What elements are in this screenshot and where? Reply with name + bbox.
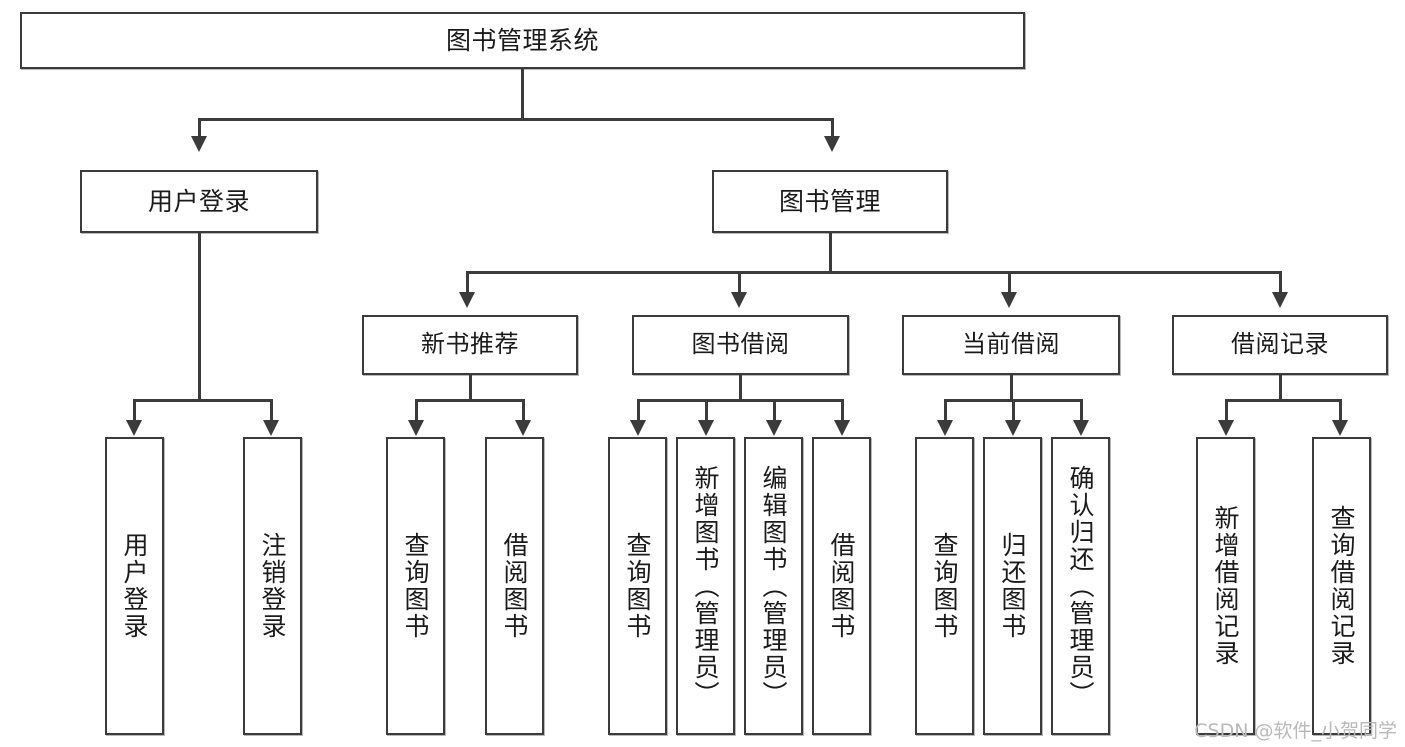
arrowhead-current-borrow (1001, 292, 1017, 308)
arrowhead-leaf-query-book-3 (937, 420, 953, 436)
arrowhead-leaf-add-book (698, 420, 714, 436)
connector-root-stem (521, 69, 524, 119)
connector-root-drop-right (831, 118, 834, 136)
arrowhead-leaf-confirm-return (1073, 420, 1089, 436)
node-book-manage[interactable]: 图书管理 (712, 170, 948, 233)
connector-lvl3-drop-2 (738, 271, 741, 293)
node-label: 用户登录 (120, 532, 149, 640)
node-label: 编辑图书（管理员） (759, 464, 788, 708)
node-label: 用户登录 (147, 187, 250, 216)
connector-new-book-drop-1 (415, 399, 418, 421)
node-user-login[interactable]: 用户登录 (80, 170, 318, 233)
leaf-query-book-2[interactable]: 查询图书 (608, 437, 667, 735)
arrowhead-book-borrow (731, 292, 747, 308)
leaf-return-book[interactable]: 归还图书 (983, 437, 1042, 735)
connector-borrow-record-bus (1225, 399, 1342, 402)
connector-book-manage-bus (466, 271, 1282, 274)
node-label: 查询借阅记录 (1327, 505, 1356, 667)
connector-current-borrow-drop-1 (944, 399, 947, 421)
leaf-add-book[interactable]: 新增图书（管理员） (676, 437, 735, 735)
node-label: 归还图书 (998, 532, 1027, 640)
leaf-borrow-book-2[interactable]: 借阅图书 (812, 437, 871, 735)
leaf-borrow-book-1[interactable]: 借阅图书 (485, 437, 544, 735)
connector-current-borrow-stem (1010, 375, 1013, 401)
connector-lvl3-drop-3 (1008, 271, 1011, 293)
node-label: 新增借阅记录 (1211, 505, 1240, 667)
leaf-edit-book[interactable]: 编辑图书（管理员） (744, 437, 803, 735)
node-label: 借阅记录 (1231, 330, 1329, 359)
connector-root-bus (198, 118, 833, 121)
arrowhead-leaf-query-book-1 (408, 420, 424, 436)
node-label: 查询图书 (930, 532, 959, 640)
node-label: 新增图书（管理员） (691, 464, 720, 708)
connector-current-borrow-drop-3 (1080, 399, 1083, 421)
arrowhead-leaf-return-book (1005, 420, 1021, 436)
node-root-system[interactable]: 图书管理系统 (20, 12, 1025, 69)
connector-borrow-record-drop-2 (1339, 399, 1342, 421)
node-current-borrow[interactable]: 当前借阅 (902, 315, 1120, 375)
connector-book-manage-stem (829, 233, 832, 272)
leaf-query-book-1[interactable]: 查询图书 (386, 437, 445, 735)
node-label: 借阅图书 (827, 532, 856, 640)
connector-borrow-record-stem (1279, 375, 1282, 401)
connector-lvl3-drop-4 (1279, 271, 1282, 293)
connector-book-borrow-drop-4 (841, 399, 844, 421)
arrowhead-new-book-recommend (459, 292, 475, 308)
connector-book-borrow-drop-3 (773, 399, 776, 421)
node-label: 注销登录 (258, 532, 287, 640)
arrowhead-leaf-edit-book (766, 420, 782, 436)
connector-lvl3-drop-1 (466, 271, 469, 293)
connector-new-book-stem (469, 375, 472, 401)
arrowhead-user-login (191, 136, 207, 152)
arrowhead-leaf-user-logout (263, 420, 279, 436)
node-label: 当前借阅 (962, 330, 1060, 359)
arrowhead-leaf-borrow-book-2 (834, 420, 850, 436)
node-label: 确认归还（管理员） (1066, 464, 1095, 708)
connector-user-login-drop-2 (270, 399, 273, 421)
connector-book-borrow-bus (637, 399, 843, 402)
arrowhead-borrow-record (1272, 292, 1288, 308)
connector-new-book-drop-2 (522, 399, 525, 421)
node-label: 查询图书 (623, 532, 652, 640)
leaf-confirm-return[interactable]: 确认归还（管理员） (1051, 437, 1110, 735)
arrowhead-leaf-borrow-book-1 (515, 420, 531, 436)
connector-user-login-stem (198, 233, 201, 400)
arrowhead-book-manage (824, 136, 840, 152)
connector-new-book-bus (415, 399, 525, 402)
node-new-book-recommend[interactable]: 新书推荐 (362, 315, 578, 375)
arrowhead-leaf-add-record (1218, 420, 1234, 436)
connector-book-borrow-drop-2 (705, 399, 708, 421)
node-label: 新书推荐 (421, 330, 519, 359)
node-label: 图书管理 (778, 187, 881, 216)
arrowhead-leaf-query-book-2 (630, 420, 646, 436)
connector-root-drop-left (198, 118, 201, 136)
connector-current-borrow-drop-2 (1012, 399, 1015, 421)
leaf-query-record[interactable]: 查询借阅记录 (1312, 437, 1371, 735)
leaf-user-logout[interactable]: 注销登录 (243, 437, 302, 735)
connector-book-borrow-drop-1 (637, 399, 640, 421)
leaf-query-book-3[interactable]: 查询图书 (915, 437, 974, 735)
node-book-borrow[interactable]: 图书借阅 (632, 315, 849, 375)
node-label: 图书借阅 (691, 330, 790, 359)
connector-user-login-bus (133, 399, 272, 402)
node-label: 图书管理系统 (445, 26, 599, 55)
node-label: 借阅图书 (500, 532, 529, 640)
arrowhead-leaf-query-record (1332, 420, 1348, 436)
leaf-user-login[interactable]: 用户登录 (105, 437, 164, 735)
leaf-add-record[interactable]: 新增借阅记录 (1196, 437, 1255, 735)
node-borrow-record[interactable]: 借阅记录 (1172, 315, 1388, 375)
node-label: 查询图书 (401, 532, 430, 640)
connector-book-borrow-stem (739, 375, 742, 401)
connector-user-login-drop-1 (133, 399, 136, 421)
connector-borrow-record-drop-1 (1225, 399, 1228, 421)
arrowhead-leaf-user-login (126, 420, 142, 436)
